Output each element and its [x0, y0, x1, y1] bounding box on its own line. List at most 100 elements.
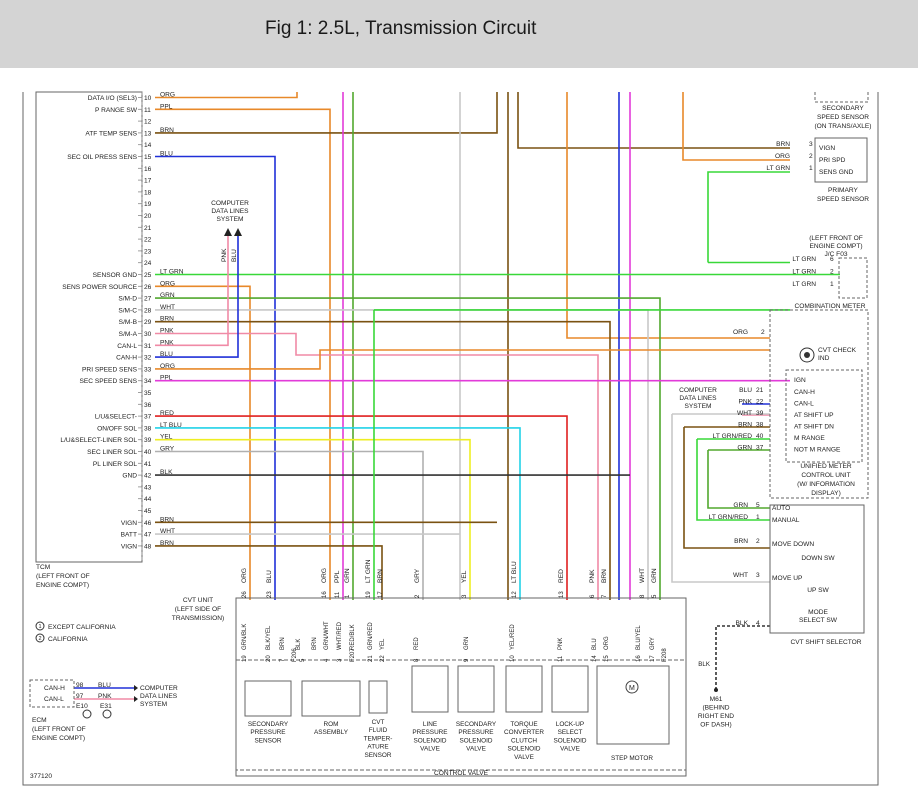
tcm-pin-number: 40 [144, 449, 152, 456]
meter-pin-wire-color: WHT [737, 410, 752, 417]
tcm-pin-number: 35 [144, 390, 152, 397]
ecm-pin-number: 98 [76, 682, 84, 689]
tcm-pin-signal: SEC OIL PRESS SENS [67, 154, 137, 161]
tcm-pin-number: 30 [144, 331, 152, 338]
legend-text: EXCEPT CALIFORNIA [48, 624, 116, 631]
cvt-component-label: CLUTCH [511, 737, 537, 744]
selector-pin-name: MOVE UP [772, 575, 803, 582]
legend-number: 1 [38, 624, 41, 630]
cvt-top-pin: 7 [602, 594, 608, 598]
cvt-inner-pin: 21 [368, 655, 374, 662]
cvt-component-label: LOCK-UP [556, 721, 584, 728]
rom-assembly-box [301, 680, 361, 717]
cvt-top-wire-color: GRN [651, 568, 658, 583]
ecm-pin-number: 97 [76, 693, 84, 700]
cvt-top-wire-color: PPL [334, 570, 341, 583]
cvt-component-label: TEMPER- [364, 735, 393, 742]
pri-pin-wire-color: ORG [775, 153, 790, 160]
jc-pin-wire-color: LT GRN [792, 256, 816, 263]
motor-icon [625, 680, 639, 694]
tcm-pin-number: 23 [144, 248, 152, 255]
selector-pin-wire-color: GRN [733, 502, 748, 509]
tcm-pin-number: 16 [144, 166, 152, 173]
tcm-pin-number: 19 [144, 201, 152, 208]
meter-pin-number: 21 [756, 387, 764, 394]
wire-brn-pri [517, 92, 790, 149]
ground-wire-color: BLK [698, 661, 711, 668]
cvt-inner-pin: 20 [266, 655, 272, 662]
ecm-dest-label: COMPUTER [140, 685, 178, 692]
cvt-inner-pin: 5 [300, 658, 306, 662]
selector-pin-number: 2 [756, 538, 760, 545]
tcm-pin-wire-color: PNK [160, 328, 174, 335]
cvt-component-label: VALVE [466, 746, 486, 753]
meter-pin-number: 38 [756, 422, 764, 429]
lockup-select-solenoid-box [551, 665, 589, 713]
meter-pin-number: 22 [756, 399, 764, 406]
meter-unit-label: UNIFIED METER [800, 463, 852, 470]
tcm-pin-wire-color: ORG [160, 92, 175, 99]
cvt-top-wire-color: YEL [461, 570, 468, 583]
boxes-layer [22, 91, 879, 786]
meter-unit-label: CONTROL UNIT [801, 472, 850, 479]
cvt-inner-wire-color: RED [414, 637, 420, 650]
selector-pin-name: AUTO [772, 505, 790, 512]
tcm-pin-signal: S/M-B [119, 319, 138, 326]
cvt-check-indicator-icon [799, 347, 815, 363]
diagram-frame [22, 92, 879, 786]
cvt-top-pin: 16 [322, 591, 328, 598]
combination-meter-label: COMBINATION METER [795, 303, 866, 310]
tcm-pin-signal: L/U&SELECT- [95, 414, 137, 421]
meter-pin-name: CAN-H [794, 389, 815, 396]
wire-tcm32 [155, 230, 239, 358]
pri-pin-number: 1 [809, 165, 813, 172]
cvt-component-label: CONVERTER [504, 729, 544, 736]
tcm-pin-number: 25 [144, 272, 152, 279]
selector-switch-label: MODE [808, 609, 828, 616]
tcm-pin-signal: L/U&SELECT-LINER SOL [60, 437, 137, 444]
tcm-pin-wire-color: PNK [160, 339, 174, 346]
tcm-pin-number: 43 [144, 484, 152, 491]
meter-cdl-label: SYSTEM [684, 403, 711, 410]
cvt-component-label: SOLENOID [507, 746, 540, 753]
selector-pin-wire-color: LT GRN/RED [709, 514, 749, 521]
tcm-pin-number: 41 [144, 461, 152, 468]
line-pressure-solenoid-box [411, 665, 449, 713]
cvt-component-label: STEP MOTOR [611, 755, 653, 762]
tcm-pin-wire-color: PPL [160, 103, 173, 110]
cvt-inner-pin: 14 [592, 655, 598, 662]
figure-header: Fig 1: 2.5L, Transmission Circuit [0, 0, 918, 68]
primary-speed-sensor-label: PRIMARY [828, 187, 859, 194]
meter-ign-label: IGN [794, 377, 806, 384]
tcm-pin-wire-color: WHT [160, 528, 175, 535]
diagram-id: 377120 [30, 773, 52, 780]
ground-icon [714, 688, 718, 692]
tcm-pin-number: 44 [144, 496, 152, 503]
control-valve-label: CONTROL VALVE [434, 770, 489, 777]
meter-cdl-label: COMPUTER [679, 387, 717, 394]
cvt-inner-wire-color: GRN/BLK [242, 624, 248, 650]
tcm-pin-wire-color: RED [160, 410, 174, 417]
meter-pin-name: AT SHIFT UP [794, 412, 834, 419]
cdl-top-label: SYSTEM [216, 216, 243, 223]
cvt-component-label: TORQUE [510, 721, 537, 728]
ecm-label: (LEFT FRONT OF [32, 726, 86, 733]
wire-meter-wht [671, 414, 770, 583]
cvt-check-indicator-icon [804, 352, 810, 358]
cvt-top-pin: 13 [559, 591, 565, 598]
tcm-pin-number: 14 [144, 142, 152, 149]
pri-pin-wire-color: BRN [776, 141, 790, 148]
cvt-top-wire-color: PNK [589, 569, 596, 583]
tcm-pin-number: 33 [144, 366, 152, 373]
cvt-top-pin: 26 [242, 591, 248, 598]
tcm-pin-wire-color: GRN [160, 292, 175, 299]
cvt-inner-wire-color: RED/BLK [350, 624, 356, 650]
cvt-inner-wire-color: ORG [604, 636, 610, 650]
secondary-pressure-sensor-box [244, 680, 292, 717]
primary-speed-sensor-box [814, 137, 868, 183]
cvt-inner-pin: 17 [650, 655, 656, 662]
wire-org-meter [566, 92, 770, 339]
tcm-pin-number: 38 [144, 425, 152, 432]
cvt-component-label: PRESSURE [250, 729, 285, 736]
